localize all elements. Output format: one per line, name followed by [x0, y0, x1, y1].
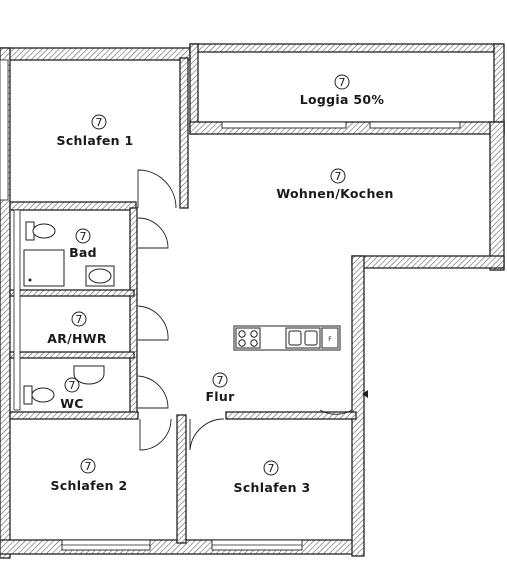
room-label-bad: Bad	[69, 245, 97, 260]
room-number-wc: 7	[69, 379, 76, 392]
wall-above-schlafen2	[9, 411, 139, 420]
windows	[0, 59, 461, 551]
room-number-schlafen3: 7	[268, 462, 275, 475]
wall-loggia-right	[493, 43, 505, 135]
door-schlafen3	[189, 418, 225, 451]
room-number-ar: 7	[76, 313, 83, 326]
door-entrance	[319, 376, 353, 415]
wall-right-living	[489, 121, 505, 271]
fridge-label: F	[328, 336, 332, 343]
window-schlafen1	[0, 59, 9, 201]
room-number-schlafen2: 7	[85, 460, 92, 473]
fridge	[321, 327, 339, 349]
room-label-wohnen: Wohnen/Kochen	[276, 186, 393, 201]
door-ar	[137, 305, 169, 341]
wall-bad-ar	[9, 289, 135, 297]
window-loggia-2	[369, 121, 461, 129]
wall-loggia-left	[189, 43, 199, 135]
wall-loggia-top	[189, 43, 503, 53]
door-bad	[137, 217, 169, 249]
toilet-tank-wc	[23, 385, 33, 405]
toilet-bad	[32, 223, 56, 239]
wall-schlafen1-bottom	[9, 201, 137, 211]
room-label-flur: Flur	[205, 389, 235, 404]
room-number-wohnen: 7	[335, 170, 342, 183]
room-number-flur: 7	[217, 374, 224, 387]
wall-step-horizontal	[351, 255, 505, 269]
room-label-schlafen3: Schlafen 3	[234, 480, 311, 495]
room-number-schlafen1: 7	[96, 116, 103, 129]
wall-ar-wc	[9, 351, 135, 359]
toilet-wc	[31, 387, 55, 403]
room-number-loggia: 7	[339, 76, 346, 89]
window-loggia-1	[221, 121, 347, 129]
wall-above-schlafen3	[225, 411, 357, 420]
wall-between-bedrooms	[176, 414, 187, 544]
room-label-schlafen2: Schlafen 2	[51, 478, 128, 493]
fixtures: F	[23, 221, 341, 405]
doors	[137, 169, 368, 451]
wall-schlafen1-right	[179, 57, 189, 209]
wall-step-vertical	[351, 255, 365, 557]
door-schlafen2	[139, 418, 172, 451]
door-schlafen1	[137, 169, 177, 209]
entrance-arrow-icon	[362, 390, 368, 398]
room-label-ar: AR/HWR	[47, 331, 107, 346]
door-wc	[137, 375, 169, 409]
room-label-loggia: Loggia 50%	[300, 92, 385, 107]
wall-top-left	[0, 47, 191, 61]
room-label-wc: WC	[60, 396, 84, 411]
room-labels: 7 Loggia 50% 7 Schlafen 1 7 Wohnen/Koche…	[47, 74, 393, 495]
wall-wet-right	[129, 207, 138, 414]
room-number-bad: 7	[80, 230, 87, 243]
wall-left	[0, 47, 11, 559]
washbasin-wc	[73, 365, 105, 385]
room-label-schlafen1: Schlafen 1	[57, 133, 134, 148]
